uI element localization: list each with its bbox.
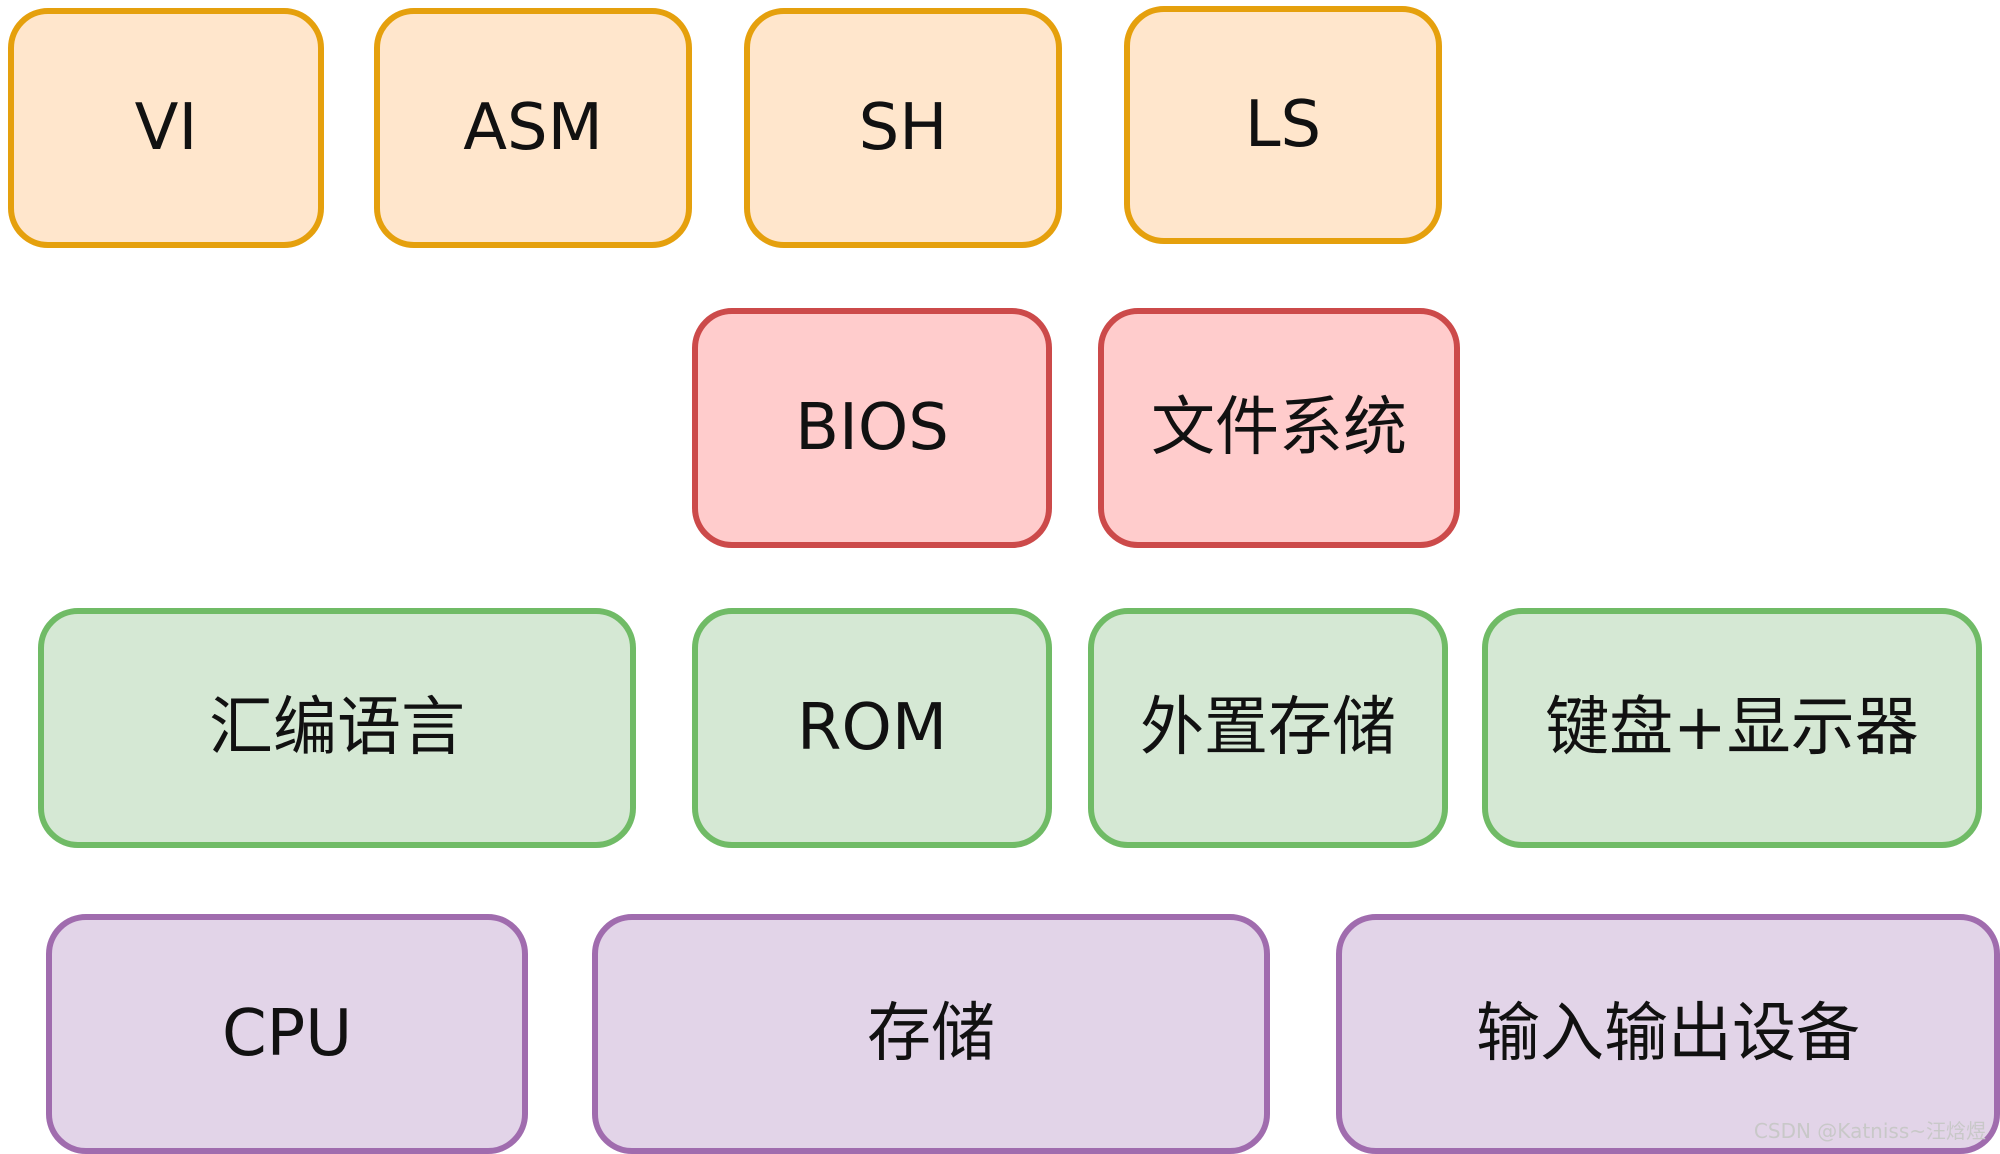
node-cpu-label: CPU — [221, 997, 353, 1071]
node-bios-label: BIOS — [795, 391, 949, 465]
node-io-devices-label: 输入输出设备 — [1476, 997, 1860, 1071]
node-filesystem: 文件系统 — [1098, 308, 1460, 548]
node-rom: ROM — [692, 608, 1052, 848]
node-cpu: CPU — [46, 914, 528, 1154]
node-storage: 存储 — [592, 914, 1270, 1154]
watermark-text: CSDN @Katniss~汪焓煜 — [1753, 1119, 1986, 1143]
node-external-storage-label: 外置存储 — [1140, 691, 1396, 765]
node-storage-label: 存储 — [867, 997, 995, 1071]
node-vi: VI — [8, 8, 324, 248]
node-rom-label: ROM — [796, 691, 948, 765]
node-ls-label: LS — [1244, 88, 1322, 162]
node-filesystem-label: 文件系统 — [1151, 391, 1407, 465]
node-io-devices: 输入输出设备 — [1336, 914, 2000, 1154]
node-sh: SH — [744, 8, 1062, 248]
node-external-storage: 外置存储 — [1088, 608, 1448, 848]
node-keyboard-display-label: 键盘+显示器 — [1545, 691, 1919, 765]
node-assembly-language: 汇编语言 — [38, 608, 636, 848]
node-keyboard-display: 键盘+显示器 — [1482, 608, 1982, 848]
node-vi-label: VI — [134, 91, 198, 165]
node-assembly-language-label: 汇编语言 — [209, 691, 465, 765]
node-asm-label: ASM — [463, 91, 603, 165]
node-bios: BIOS — [692, 308, 1052, 548]
node-ls: LS — [1124, 6, 1442, 244]
node-sh-label: SH — [858, 91, 948, 165]
node-asm: ASM — [374, 8, 692, 248]
